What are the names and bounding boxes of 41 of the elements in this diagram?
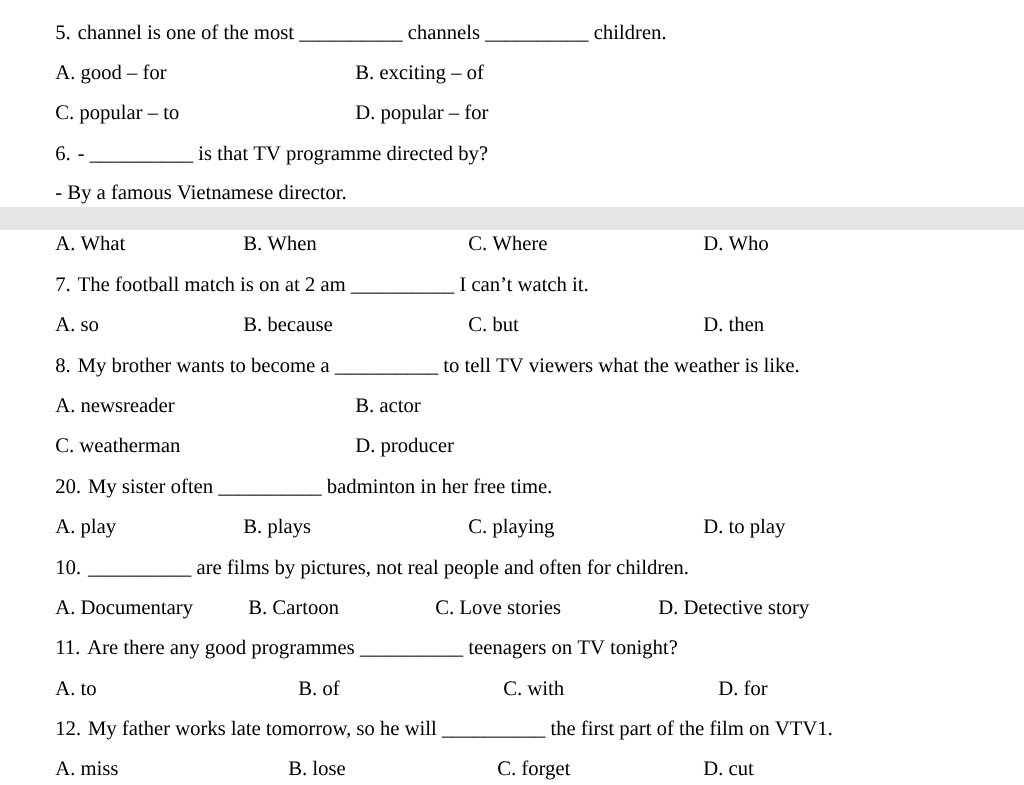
answer-option: D. Detective story	[658, 600, 810, 619]
answer-option: A. What	[55, 235, 126, 251]
answer-option: C. with	[504, 680, 564, 696]
question-text: 5. channel is one of the most __________ channels __________ children.	[56, 24, 666, 42]
question-text: 12. My father works late tomorrow, so he will __________ the first part of the film on VTV1.	[57, 720, 832, 740]
answer-option: D. popular – for	[355, 104, 489, 124]
answer-option: A. play	[55, 518, 116, 538]
answer-option: D. for	[718, 680, 768, 696]
answer-option: B. When	[243, 235, 317, 251]
answer-option: C. popular – to	[56, 104, 179, 124]
answer-option: C. Where	[469, 235, 547, 251]
answer-option: C. playing	[469, 518, 554, 538]
answer-option: A. so	[55, 317, 99, 332]
answer-option: D. then	[703, 316, 764, 332]
answer-option: D. cut	[703, 761, 754, 776]
answer-option: B. of	[298, 680, 340, 696]
answer-option: C. but	[469, 316, 519, 332]
question-text: 10. __________ are films by pictures, not real people and often for children.	[57, 559, 688, 579]
answer-option: D. producer	[355, 437, 454, 457]
answer-option: A. to	[55, 681, 96, 696]
question-text: 7. The football match is on at 2 am __________ I can’t watch it.	[56, 276, 588, 294]
answer-option: B. plays	[243, 518, 311, 538]
answer-option: B. Cartoon	[248, 600, 339, 615]
answer-option: D. to play	[703, 518, 786, 538]
question-text: 11. Are there any good programmes __________ teenagers on TV tonight?	[57, 639, 677, 659]
question-text: - By a famous Vietnamese director.	[56, 184, 346, 204]
question-text: 20. My sister often __________ badminton in her free time.	[56, 478, 551, 498]
answer-option: B. lose	[288, 760, 345, 776]
question-text: 8. My brother wants to become a __________ to tell TV viewers what the weather is like.	[56, 357, 799, 377]
answer-option: A. Documentary	[55, 600, 193, 619]
answer-option: B. actor	[355, 398, 421, 413]
answer-option: B. because	[243, 316, 333, 332]
answer-option: C. forget	[498, 760, 571, 780]
answer-option: A. good – for	[55, 64, 167, 84]
answer-option: A. newsreader	[55, 397, 175, 413]
question-text: 6. - __________ is that TV programme directed by?	[56, 145, 488, 165]
answer-option: C. Love stories	[436, 600, 561, 615]
answer-option: D. Who	[703, 235, 768, 251]
answer-option: B. exciting – of	[355, 64, 484, 84]
answer-option: C. weatherman	[56, 437, 181, 453]
answer-option: A. miss	[55, 761, 118, 776]
